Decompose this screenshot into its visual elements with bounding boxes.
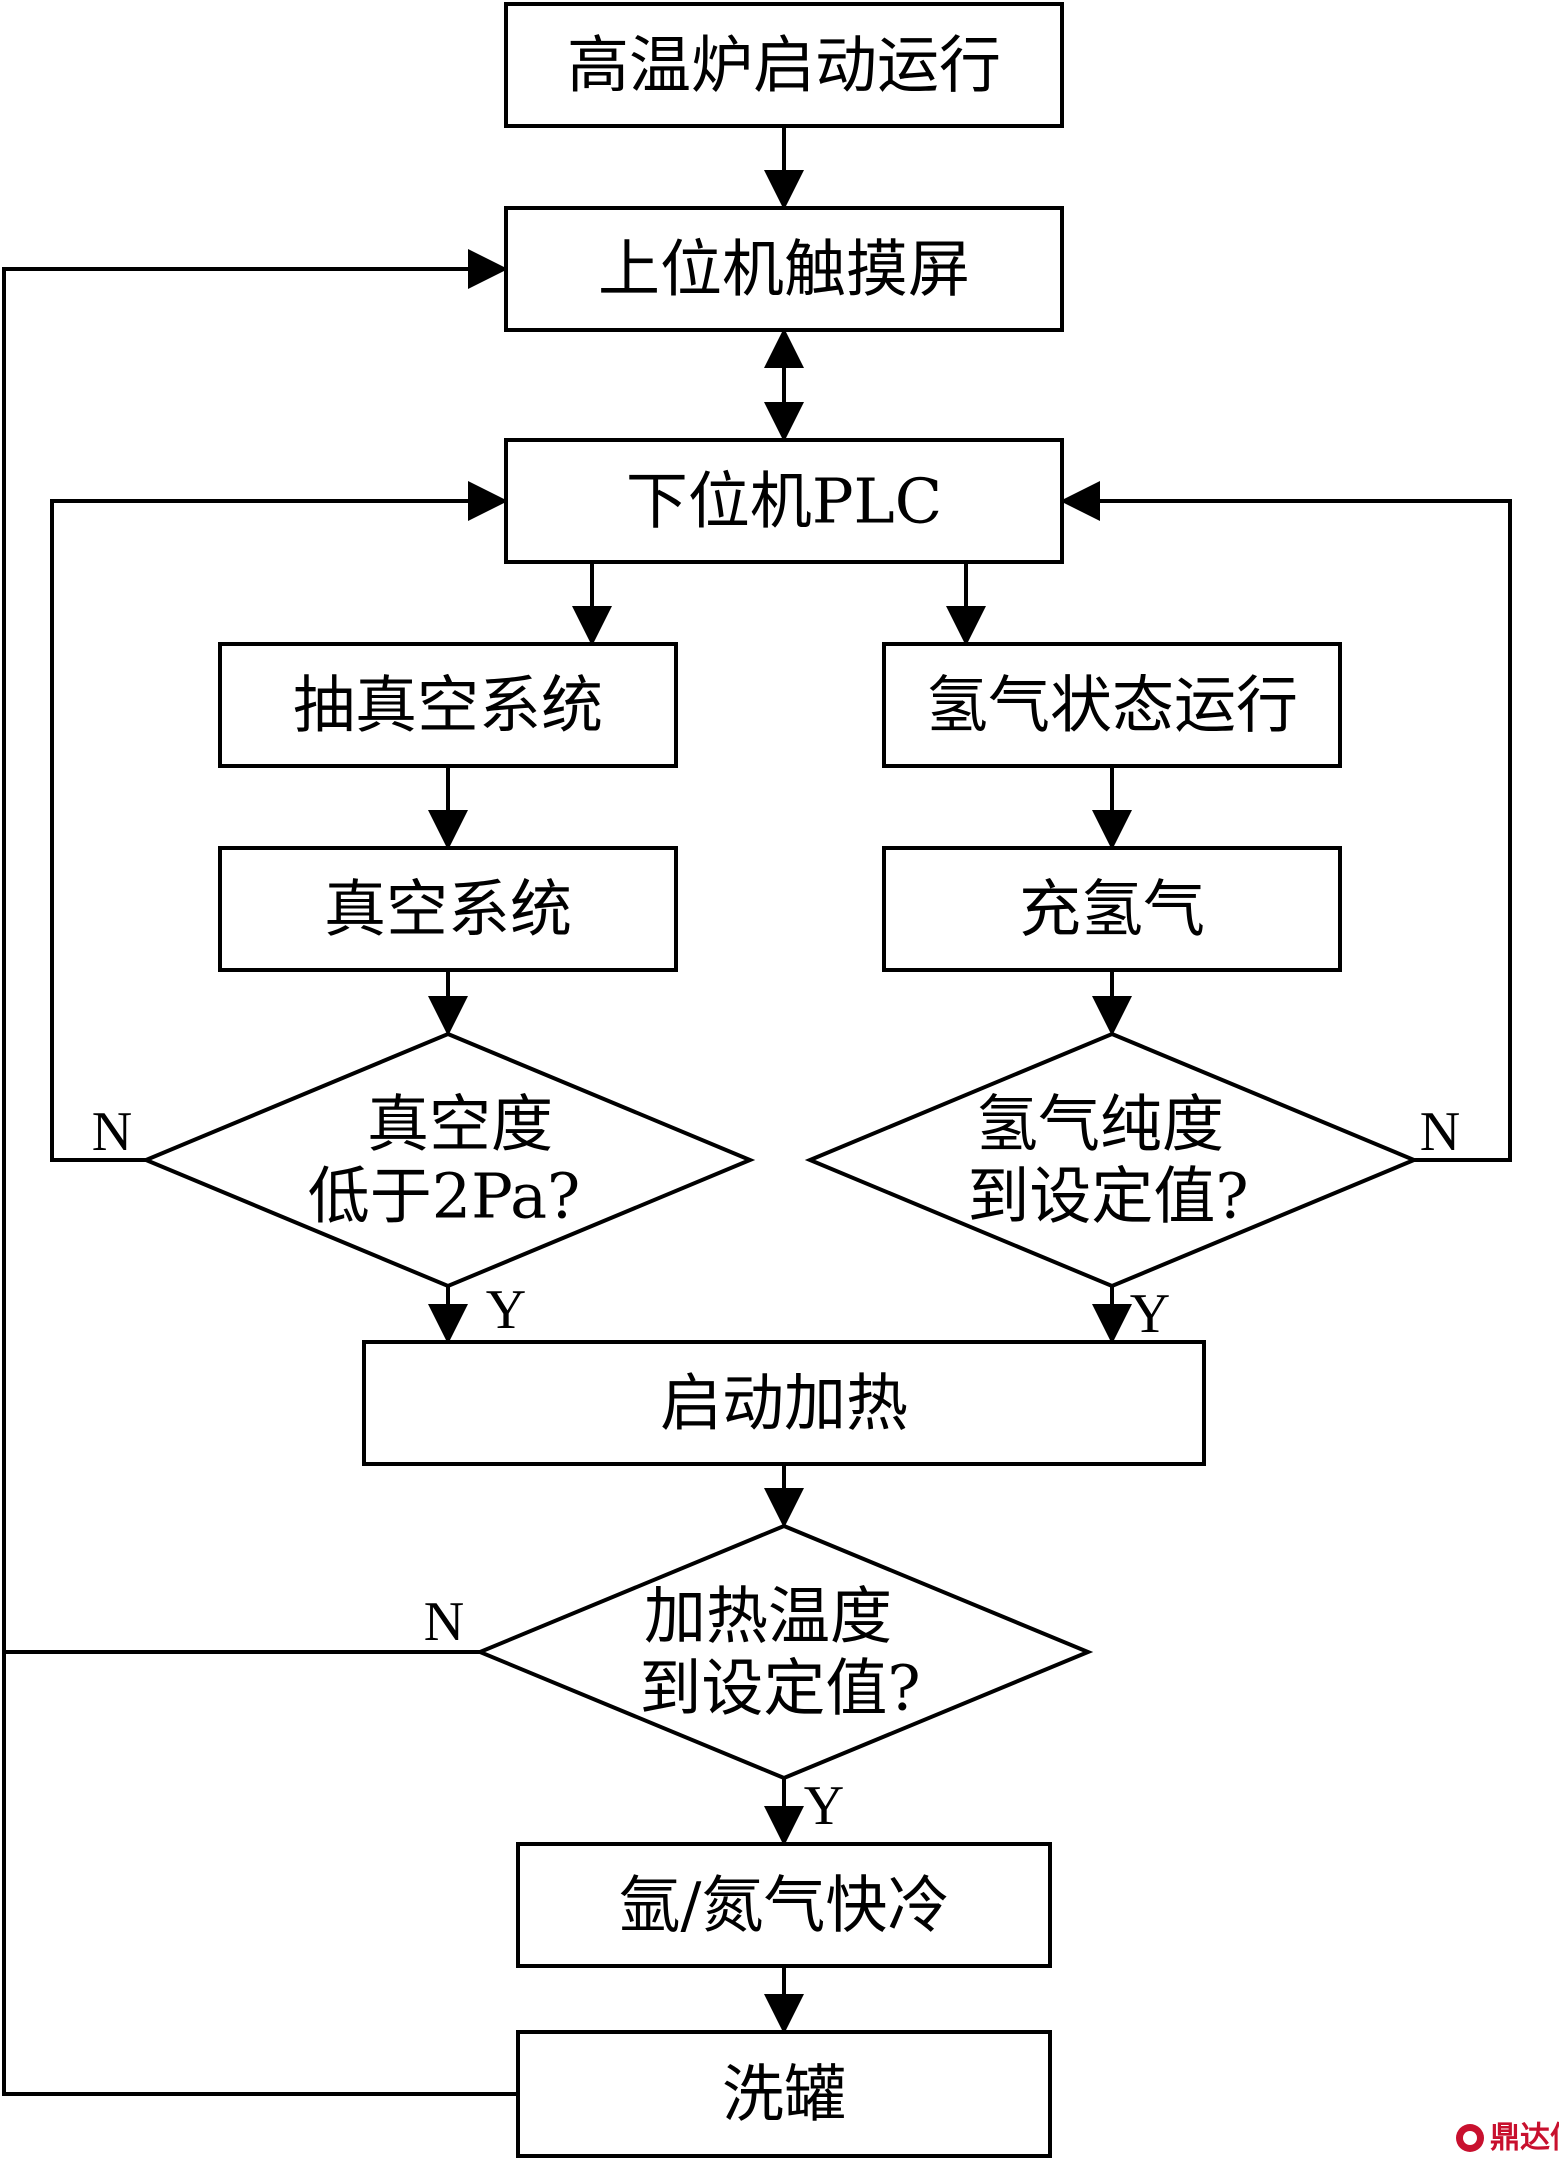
label-temperature-no: N — [424, 1591, 464, 1653]
node-rapid-cooling-label: 氩/氮气快冷 — [619, 1869, 950, 1942]
decision-hydrogen: 氢气纯度 到设定值? — [804, 1031, 1420, 1289]
node-vacuum-pump-label: 抽真空系统 — [293, 669, 603, 742]
node-rapid-cooling: 氩/氮气快冷 — [516, 1842, 1052, 1968]
label-hydrogen-no: N — [1420, 1101, 1460, 1163]
node-start-label: 高温炉启动运行 — [567, 29, 1001, 102]
node-hmi: 上位机触摸屏 — [504, 206, 1064, 332]
node-hmi-label: 上位机触摸屏 — [598, 233, 970, 306]
decision-vacuum: 真空度 低于2Pa? — [140, 1031, 756, 1289]
node-fill-hydrogen: 充氢气 — [882, 846, 1342, 972]
decision-hydrogen-line1: 氢气纯度 — [976, 1088, 1224, 1161]
loop-vacuum-no-to-plc — [50, 481, 508, 1162]
watermark-text: 鼎达信 — [1490, 2121, 1559, 2156]
node-vacuum-pump: 抽真空系统 — [218, 642, 678, 768]
loop-hydrogen-no-to-plc — [1060, 481, 1512, 1162]
node-start-heating-label: 启动加热 — [660, 1367, 908, 1440]
connectors — [2, 126, 1512, 2096]
watermark: 鼎达信 — [1456, 2121, 1559, 2156]
node-wash-tank-label: 洗罐 — [722, 2058, 846, 2131]
label-hydrogen-yes: Y — [1130, 1283, 1170, 1345]
node-hydrogen-mode: 氢气状态运行 — [882, 642, 1342, 768]
node-start: 高温炉启动运行 — [504, 2, 1064, 128]
node-plc: 下位机PLC — [504, 438, 1064, 564]
label-vacuum-no: N — [92, 1101, 132, 1163]
node-start-heating: 启动加热 — [362, 1340, 1206, 1466]
decision-vacuum-line2: 低于2Pa? — [308, 1160, 581, 1233]
node-fill-hydrogen-label: 充氢气 — [1019, 873, 1205, 946]
decision-hydrogen-line2: 到设定值? — [967, 1160, 1248, 1233]
decision-vacuum-line1: 真空度 — [367, 1088, 553, 1161]
loop-wash-to-hmi — [2, 249, 518, 2096]
decision-temperature-line1: 加热温度 — [644, 1580, 892, 1653]
label-vacuum-yes: Y — [486, 1279, 526, 1341]
node-vacuum-system-label: 真空系统 — [324, 873, 572, 946]
node-vacuum-system: 真空系统 — [218, 846, 678, 972]
decision-temperature: 加热温度 到设定值? — [474, 1523, 1094, 1781]
node-wash-tank: 洗罐 — [516, 2030, 1052, 2158]
decision-temperature-line2: 到设定值? — [639, 1652, 920, 1725]
label-temperature-yes: Y — [804, 1775, 844, 1837]
node-hydrogen-mode-label: 氢气状态运行 — [926, 669, 1298, 742]
node-plc-label: 下位机PLC — [626, 465, 942, 538]
